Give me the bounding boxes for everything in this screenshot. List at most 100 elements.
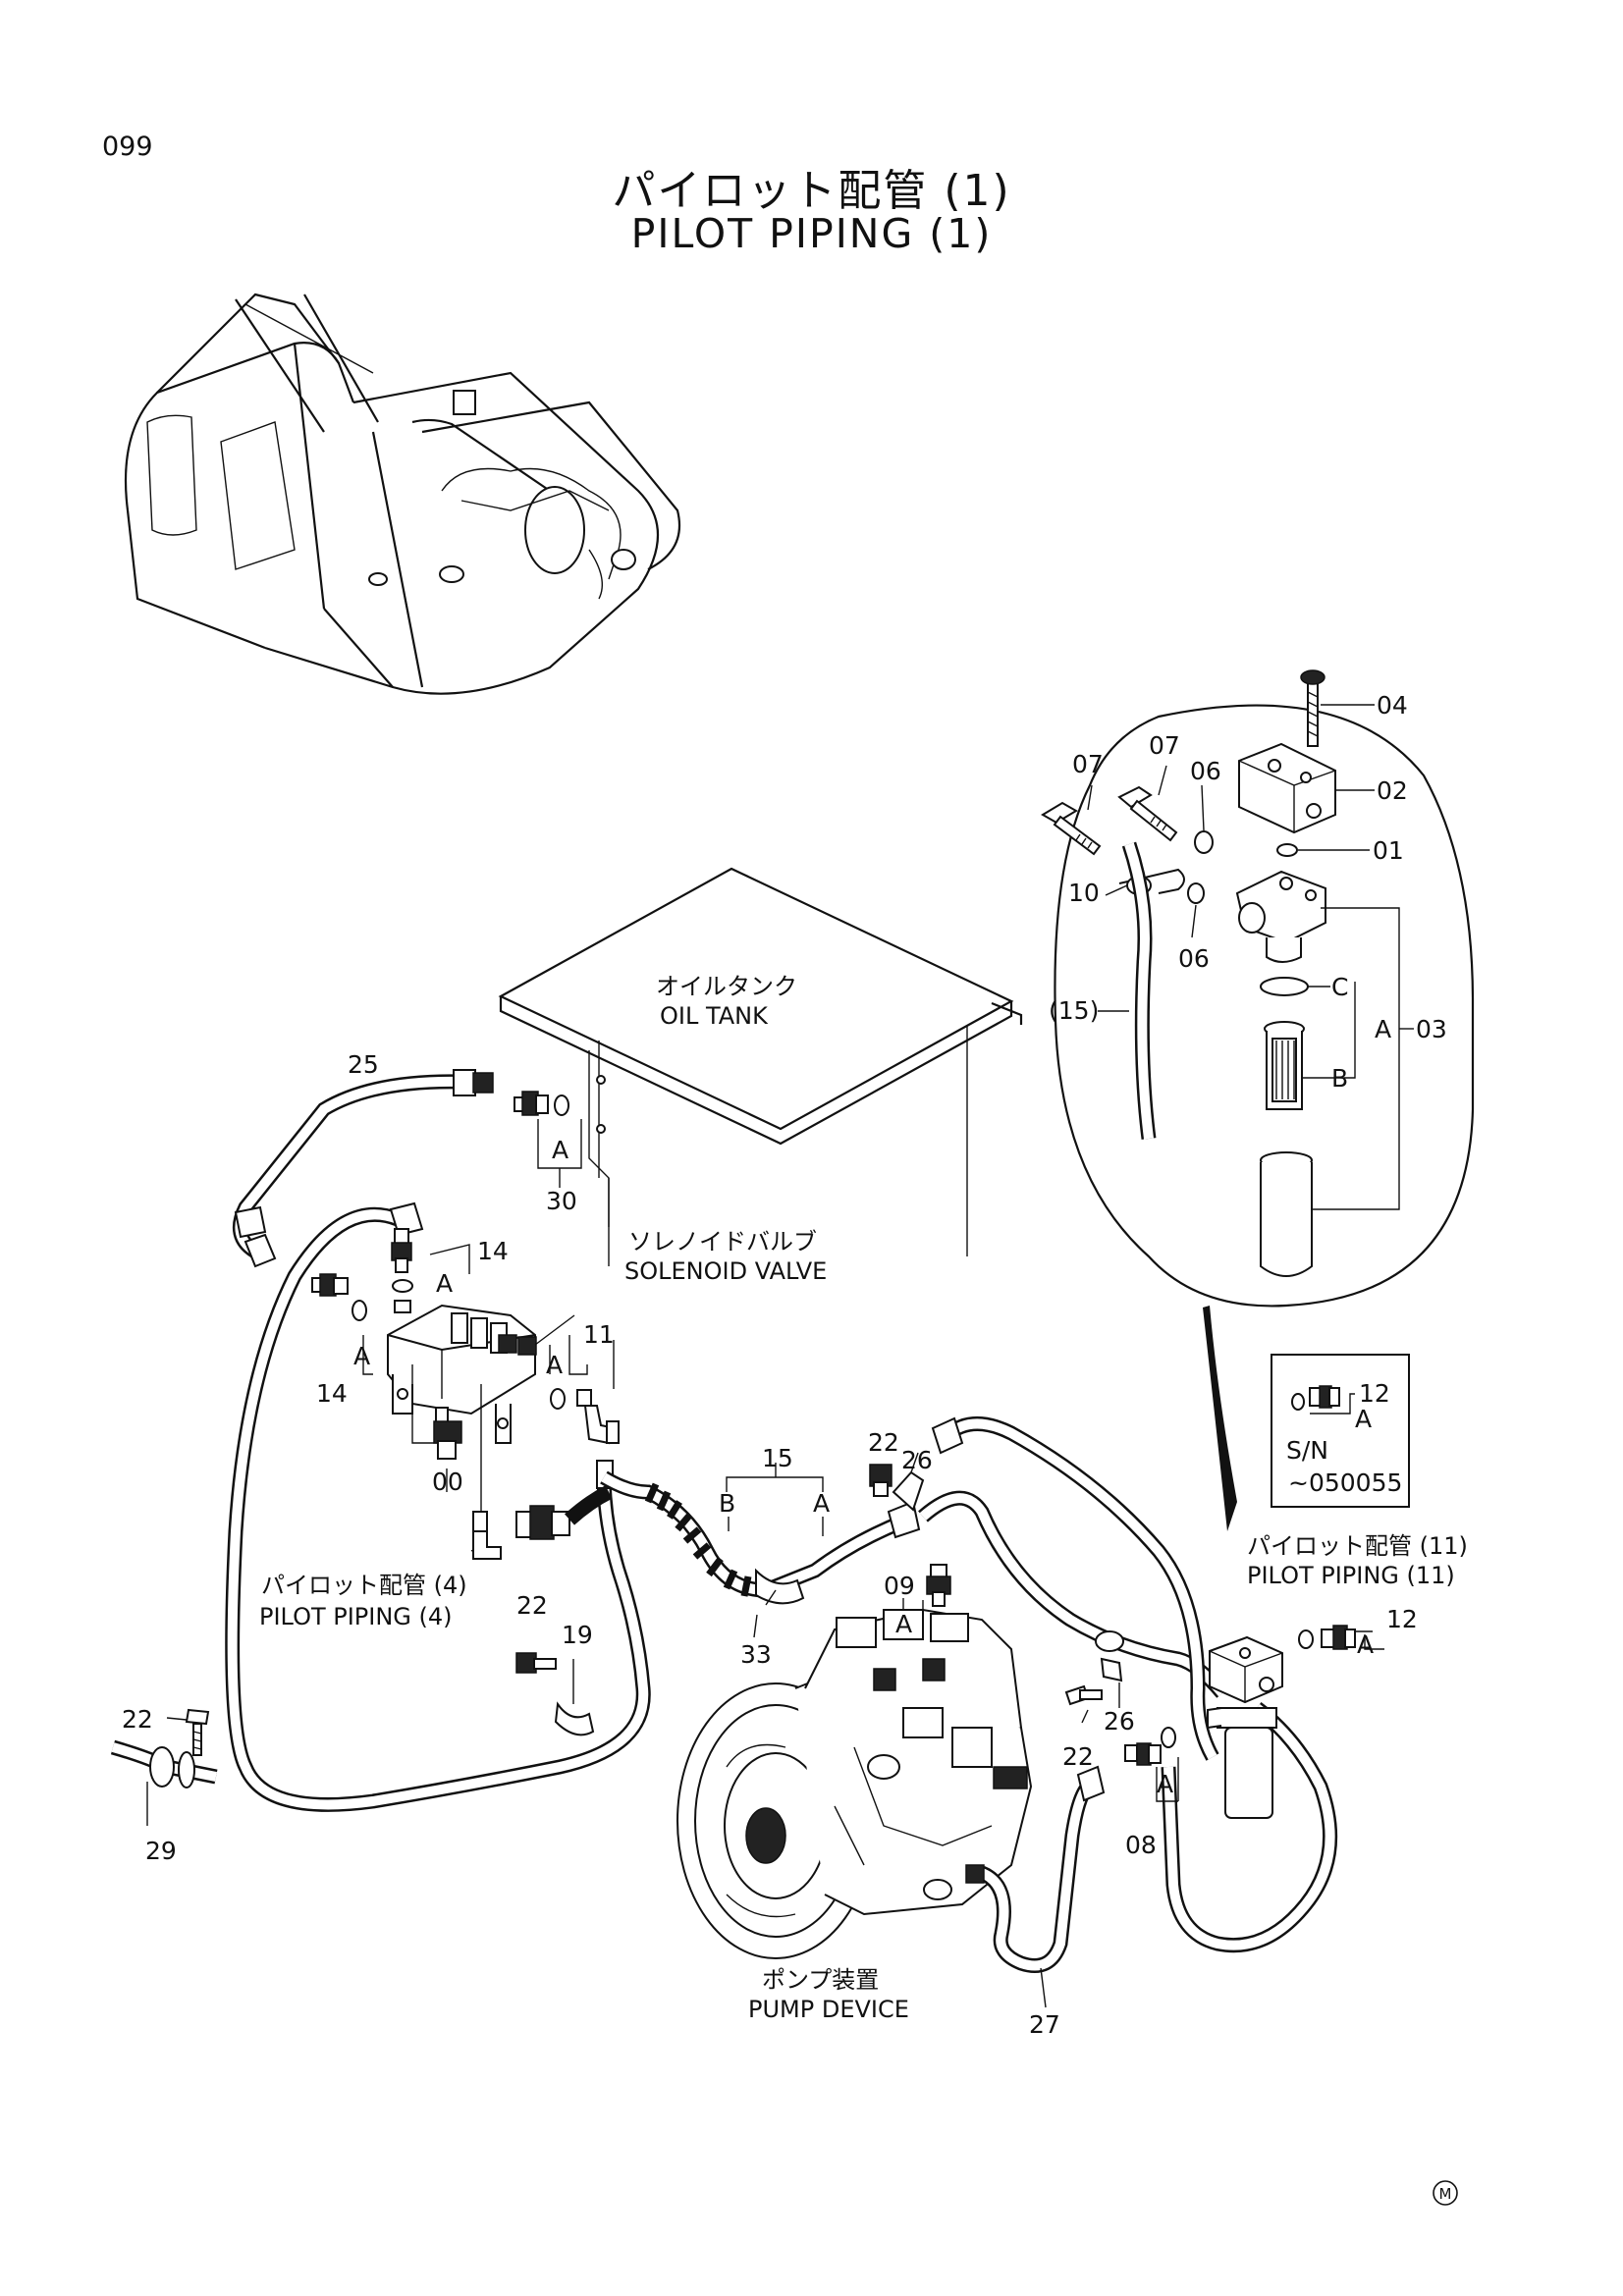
filter-element [1264,1021,1305,1110]
fitting-08 [1124,1742,1162,1766]
manufacturer-mark-circle [1433,2180,1458,2206]
page-number: 099 [102,132,153,162]
oil-tank-label-en: OIL TANK [660,1002,769,1030]
callout-04: 04 [1377,691,1408,720]
callout-15: 15 [762,1444,793,1472]
oil-tank-illustration [498,867,1023,1266]
callout-06-bottom: 06 [1178,944,1210,973]
clamp-26-right [1095,1630,1124,1682]
hose-29-end [110,1739,218,1826]
clamp-10 [1118,841,1185,1140]
callout-22-top: 22 [868,1428,899,1457]
bolt-22-right [1064,1684,1103,1706]
pump-device-label-en: PUMP DEVICE [748,1996,909,2023]
callout-02: 02 [1377,776,1408,805]
callout-27: 27 [1029,2010,1060,2039]
manufacturer-mark: M [1439,2185,1452,2203]
oil-tank-label-jp: オイルタンク [656,973,797,1000]
callout-11: 11 [583,1320,615,1349]
fitting-14-left [311,1273,349,1297]
callout-22-left: 22 [122,1705,153,1734]
bolts-07 [1041,785,1178,856]
elbow-pilot4 [472,1511,502,1560]
fitting-14-top [391,1228,412,1273]
solenoid-valve-label-en: SOLENOID VALVE [624,1257,827,1285]
callout-a-14-left: A [353,1342,370,1370]
callout-03: 03 [1416,1015,1447,1043]
callout-c: C [1331,973,1348,1001]
o-ring-14-left [352,1300,367,1321]
callout-14-left: 14 [316,1379,348,1408]
callout-22-right: 22 [1062,1742,1094,1771]
bolt-22-middle [515,1652,557,1674]
callout-26-top: 26 [901,1446,933,1474]
hose-27 [965,1765,1106,1973]
fitting-12 [1321,1625,1356,1650]
callout-26-right: 26 [1104,1707,1135,1735]
serial-label: S/N [1286,1436,1328,1465]
o-ring-c [1260,977,1309,996]
callout-12-serial: 12 [1359,1379,1390,1408]
callout-19: 19 [562,1621,593,1649]
pilot-piping-4-label-en: PILOT PIPING (4) [259,1603,453,1630]
hose-15 [600,1470,921,1598]
callout-25: 25 [348,1050,379,1079]
callout-12: 12 [1386,1605,1418,1633]
callout-a-14-top: A [436,1269,453,1298]
callout-08: 08 [1125,1831,1157,1859]
callout-a-11: A [546,1351,563,1379]
bolt-22-left [185,1708,210,1756]
callout-a-30: A [552,1136,568,1164]
page-title-japanese: パイロット配管 (1) [612,166,1011,216]
fitting-09 [926,1564,951,1607]
long-pilot-hose [225,1201,651,1812]
washer-06-top [1194,830,1214,854]
callout-a-09: A [895,1610,912,1638]
filter-head-block [1238,669,1336,834]
callout-14-top: 14 [477,1237,509,1265]
callout-06-top: 06 [1190,757,1221,785]
callout-a-03: A [1375,1015,1391,1043]
fitting-left-hose-end [515,1505,570,1540]
filter-case [1260,1151,1313,1277]
callout-33: 33 [740,1640,772,1669]
callout-00: 00 [432,1468,463,1496]
callout-b-15: B [719,1489,735,1518]
hose-to-filter [918,1416,1338,1953]
o-ring-08 [1161,1727,1176,1748]
excavator-overview-illustration [124,293,681,695]
callout-a-08: A [1157,1770,1173,1798]
callout-07-right: 07 [1149,731,1180,760]
callout-07-left: 07 [1072,750,1104,778]
fitting-30 [514,1091,569,1116]
serial-note-box [1271,1354,1410,1508]
pilot-piping-11-label-jp: パイロット配管 (11) [1247,1532,1468,1560]
clamp-26-top [892,1452,925,1512]
pump-device-illustration [676,1608,1033,1959]
connector-solenoid-top [394,1300,411,1313]
callout-29: 29 [145,1837,177,1865]
callout-15-paren: (15) [1049,996,1099,1025]
callout-30: 30 [546,1187,577,1215]
callout-a-12: A [1357,1630,1374,1659]
clamp-19 [554,1701,595,1736]
callout-22-middle: 22 [516,1591,548,1620]
elbow-11 [576,1389,620,1445]
fitting-12-serial [1291,1385,1340,1411]
pilot-piping-4-label-jp: パイロット配管 (4) [261,1572,467,1599]
callout-01: 01 [1373,836,1404,865]
callout-b: B [1331,1064,1348,1093]
callout-a-12-serial: A [1355,1405,1372,1433]
o-ring-11 [550,1388,566,1410]
pump-device-label-jp: ポンプ装置 [762,1966,879,1994]
o-ring-01 [1276,843,1298,857]
pilot-filter-assembly [1207,1635,1283,1819]
solenoid-valve [387,1304,537,1492]
washer-06-bottom [1187,882,1205,904]
page-title-english: PILOT PIPING (1) [630,210,993,257]
callout-a-15: A [813,1489,830,1518]
callout-09: 09 [884,1572,915,1600]
serial-range: ~050055 [1288,1468,1402,1497]
fitting-22-top [869,1464,893,1497]
